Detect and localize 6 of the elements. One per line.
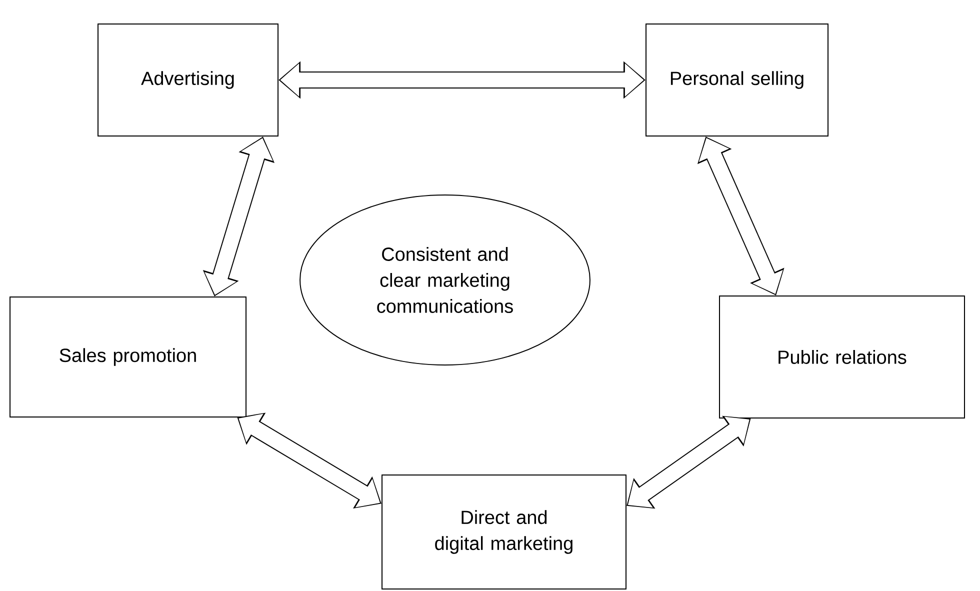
process-box: Public relations [719,295,965,418]
process-box: Advertising [98,24,278,136]
process-box: Direct and digital marketing [382,474,626,590]
process-box: Personal selling [646,24,828,136]
process-box: Sales promotion [10,296,246,418]
oval-node: Consistent and clear marketing communications [300,194,590,366]
